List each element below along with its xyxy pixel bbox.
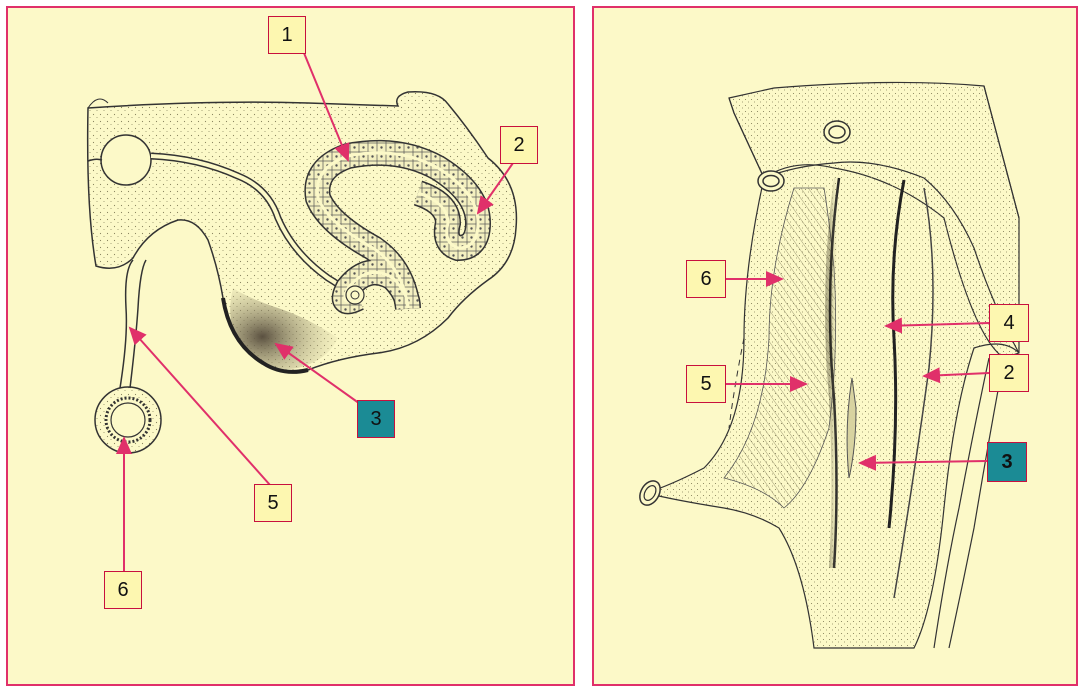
left-diagram-panel: 1 2 3 5 6 (6, 6, 575, 686)
right-diagram-panel: 6 5 4 2 3 (592, 6, 1078, 686)
label-1: 1 (268, 16, 306, 54)
label-5: 5 (254, 484, 292, 522)
label-r2: 2 (989, 354, 1029, 392)
label-2: 2 (500, 126, 538, 164)
label-6: 6 (104, 571, 142, 609)
stalk (120, 260, 133, 388)
cavity-circle (101, 135, 151, 185)
label-3: 3 (357, 400, 395, 438)
label-r6: 6 (686, 260, 726, 298)
label-r3: 3 (987, 442, 1027, 482)
label-r4: 4 (989, 304, 1029, 342)
right-illustration (594, 8, 1080, 688)
label-r5: 5 (686, 365, 726, 403)
left-illustration (8, 8, 577, 688)
